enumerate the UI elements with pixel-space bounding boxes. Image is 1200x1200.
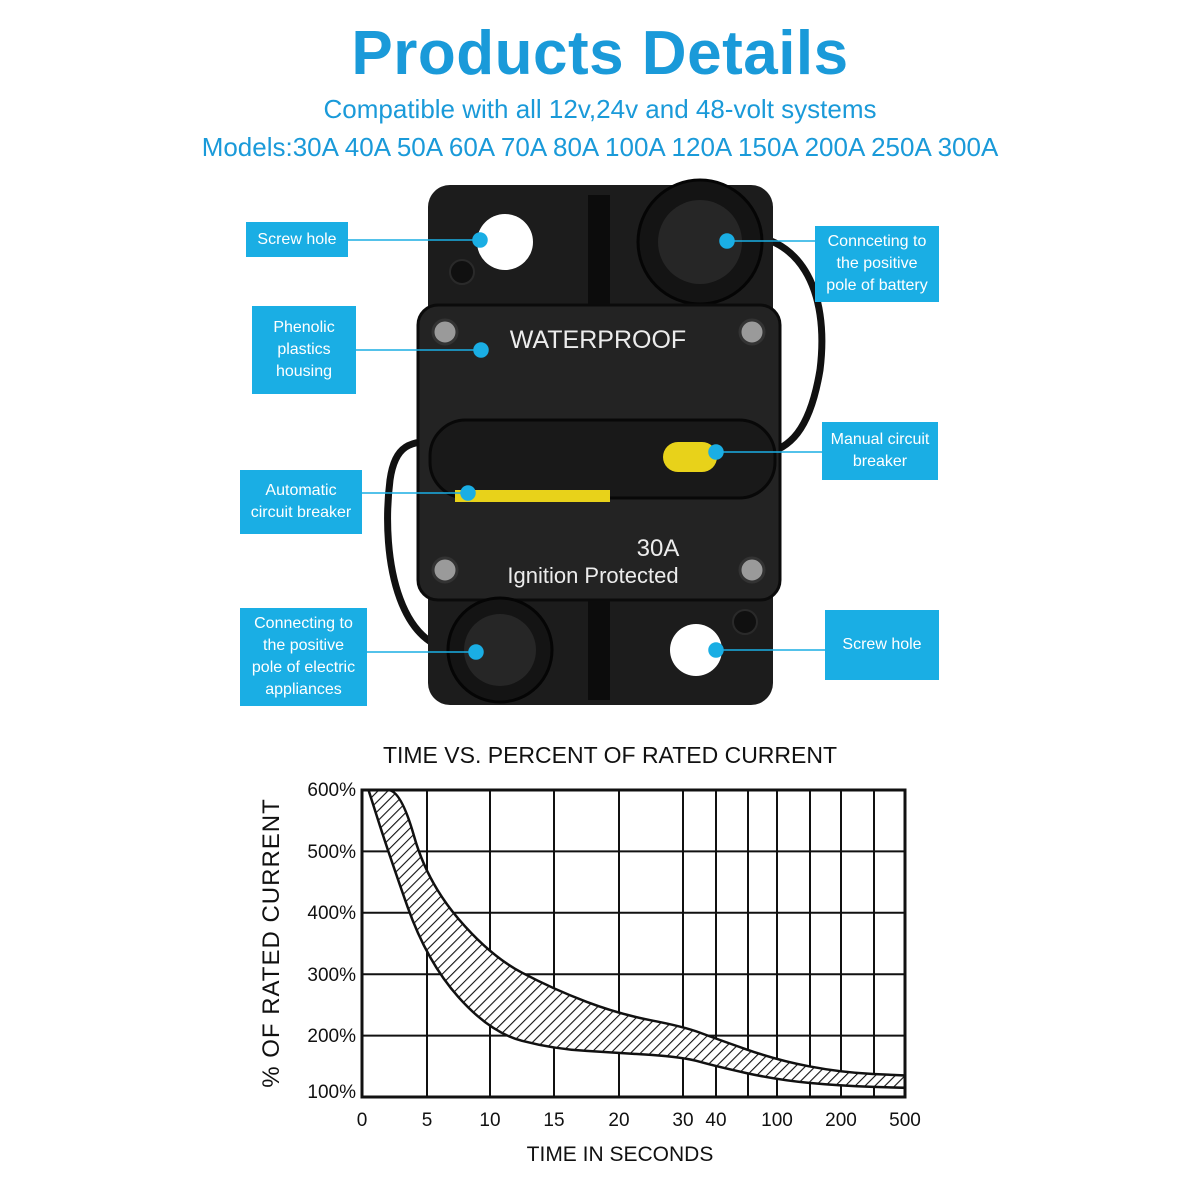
chart-grid [361,790,906,1097]
y-tick-label: 100% [307,1082,356,1103]
x-tick-label: 0 [356,1110,368,1131]
y-tick-label: 300% [307,965,356,986]
battery-wire [729,231,826,459]
chart-frame [360,788,907,1099]
callout-text: pole of battery [826,277,928,294]
x-tick-label: 500 [889,1110,921,1131]
y-tick-label: 200% [307,1026,356,1047]
battery-terminal-cap [658,200,742,284]
callout-text: Connecting to [254,615,353,632]
pointer-dot [472,232,488,248]
mount-boss [449,259,475,285]
y-tick-label: 500% [307,842,356,863]
trip-curve-band [366,788,907,1090]
y-tick-label: 600% [307,780,356,801]
x-tick-label: 30 [672,1110,694,1131]
trip-indicator [455,490,610,502]
pointer-dot [460,485,476,501]
x-tick-label: 100 [761,1110,793,1131]
x-tick-label: 5 [421,1110,433,1131]
screw-2 [738,318,766,346]
callout-text: Manual circuit [830,431,930,448]
chart-y-axis-label: % OF RATED CURRENT [258,798,285,1088]
callout-text: pole of electric [251,659,356,676]
callout-text: Connceting to [827,233,927,250]
callout-screw-hole-bottom: Screw hole [825,610,939,680]
x-tick-label: 10 [479,1110,501,1131]
screw-4 [738,556,766,584]
callout-automatic-breaker: Automatic circuit breaker [240,470,362,534]
x-tick-label: 200 [825,1110,857,1131]
screw-hole-bottom [670,624,722,676]
callout-manual-breaker: Manual circuit breaker [822,422,938,480]
chart-x-axis-label: TIME IN SECONDS [526,1143,714,1166]
x-tick-label: 20 [608,1110,630,1131]
callout-positive-battery: Connceting to the positive pole of batte… [815,226,939,302]
callout-text: appliances [265,681,342,698]
rating-label: 30A [637,535,680,562]
callout-text: housing [275,363,333,380]
screw-3 [431,556,459,584]
callout-text: the positive [263,637,344,654]
x-tick-label: 15 [543,1110,565,1131]
callout-text: Screw hole [842,636,922,653]
x-tick-label: 40 [705,1110,727,1131]
y-tick-label: 400% [307,903,356,924]
callout-text: plastics [277,341,331,358]
pointer-dot [719,233,735,249]
chart-title: TIME VS. PERCENT OF RATED CURRENT [382,742,838,768]
manual-reset-button [663,442,717,472]
callout-screw-hole-top: Screw hole [246,222,348,257]
callout-text: circuit breaker [250,504,352,521]
callout-text: Screw hole [257,230,337,248]
center-rib-bottom [588,595,610,700]
screw-hole-top [477,214,533,270]
pointer-dot [468,644,484,660]
models-text: Models:30A 40A 50A 60A 70A 80A 100A 120A… [201,132,999,162]
page-title: Products Details [351,19,849,88]
pointer-dot [473,342,489,358]
mount-boss-bottom [732,609,758,635]
callout-text: the positive [836,255,918,272]
waterproof-label: WATERPROOF [510,326,686,354]
callout-text: Phenolic [273,319,335,336]
callout-text: breaker [852,453,908,470]
callout-text: Automatic [265,482,337,499]
callout-phenolic-housing: Phenolic plastics housing [252,306,356,394]
compatibility-text: Compatible with all 12v,24v and 48-volt … [323,94,877,124]
callout-positive-appliances: Connecting to the positive pole of elect… [240,608,367,706]
appliance-wire [384,438,471,655]
appliance-terminal-cap [464,614,536,686]
pointer-dot [708,642,724,658]
reset-lever [428,418,777,500]
ignition-label: Ignition Protected [507,563,678,588]
circuit-breaker-illustration: WATERPROOF 30A Ignition Protected [348,178,826,705]
screw-1 [431,318,459,346]
pointer-dot [708,444,724,460]
center-rib-top [588,195,610,305]
